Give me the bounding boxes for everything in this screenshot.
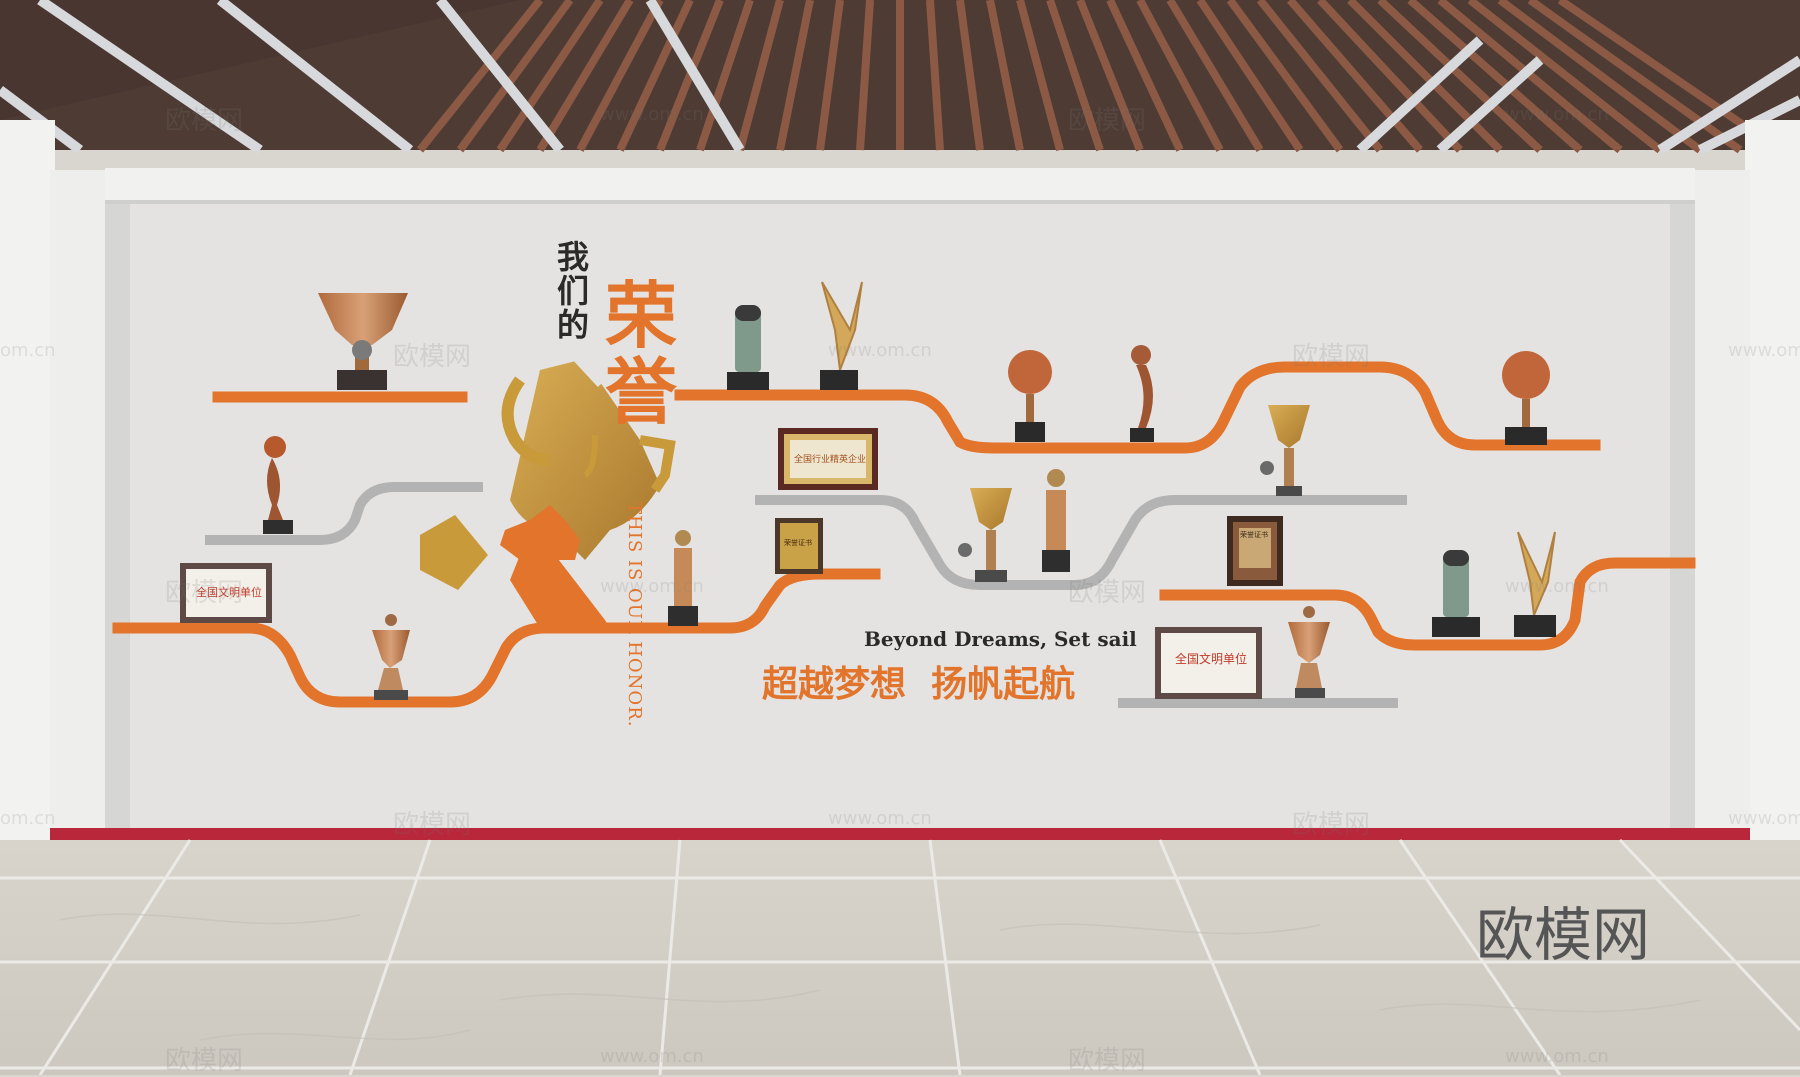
plaque-right-text: 荣誉证书 — [1240, 531, 1268, 539]
watermark-url-8: om.cn — [0, 808, 56, 829]
trophy-ball-1 — [1008, 350, 1052, 442]
watermark-url-11: www.om.cn — [600, 1046, 704, 1067]
trophy-crystal-1 — [727, 305, 769, 390]
watermark-brand-6: 欧模网 — [1068, 578, 1147, 608]
watermark-brand-4: 欧模网 — [1292, 342, 1371, 372]
trophy-basketball-left — [263, 436, 293, 534]
watermark-url-3: om.cn — [0, 340, 56, 361]
watermark-url-10: www.om.cn — [1728, 808, 1800, 829]
certificate-left — [180, 563, 272, 623]
watermark-brand-1: 欧模网 — [165, 106, 244, 136]
title-big: 荣誉 — [605, 273, 678, 434]
plaque-small-text: 荣誉证书 — [784, 539, 812, 547]
plaque-small — [775, 518, 823, 574]
plaque-upper-center — [778, 428, 878, 490]
watermark-brand-large: 欧模网 — [1476, 901, 1651, 969]
trophy-column-left — [668, 530, 698, 626]
trophy-cup-middle — [958, 488, 1012, 582]
trophy-figure-1 — [1130, 345, 1154, 442]
plaque-right — [1227, 516, 1283, 586]
grey-shelves — [205, 482, 1407, 708]
watermark-brand-5: 欧模网 — [165, 578, 244, 608]
slogan-chinese: 超越梦想 扬帆起航 — [762, 663, 1076, 705]
floor — [0, 838, 1800, 1075]
ceiling — [0, 0, 1800, 155]
certificate-right-text: 全国文明单位 — [1175, 652, 1248, 666]
side-walls — [0, 120, 1800, 855]
trophy-ball-2 — [1502, 351, 1550, 445]
orange-shelves — [112, 361, 1696, 708]
trophy-star-1 — [820, 281, 863, 390]
watermark-url-6: www.om.cn — [600, 576, 704, 597]
certificate-left-text: 全国文明单位 — [196, 586, 262, 599]
trophy-cup-medal-right — [1260, 405, 1310, 496]
big-trophy-graphic — [420, 354, 676, 628]
watermark-url-5: www.om.cn — [1728, 340, 1800, 361]
trophy-small-cup-left — [372, 614, 410, 700]
watermark-brand-8: 欧模网 — [1292, 810, 1371, 840]
watermark-brand-9: 欧模网 — [165, 1046, 244, 1076]
trophy-crystal-2 — [1432, 550, 1480, 637]
trophy-star-2 — [1514, 531, 1556, 637]
watermark-brand-7: 欧模网 — [393, 810, 472, 840]
watermark-url-4: www.om.cn — [828, 340, 932, 361]
certificate-right — [1155, 627, 1262, 699]
watermark-brand-2: 欧模网 — [1068, 106, 1147, 136]
watermark-brand-3: 欧模网 — [393, 342, 472, 372]
trophy-column-middle — [1042, 469, 1070, 572]
watermark-url-1: www.om.cn — [600, 104, 704, 125]
watermark-brand-10: 欧模网 — [1068, 1046, 1147, 1076]
watermark-url-2: www.om.cn — [1505, 104, 1609, 125]
trophy-small-cup-right — [1288, 606, 1330, 698]
trophy-cup-medals — [318, 293, 408, 390]
slogan-english: Beyond Dreams, Set sail — [864, 627, 1137, 651]
watermark-url-12: www.om.cn — [1505, 1046, 1609, 1067]
title-english: THIS IS OUR HONOR. — [624, 502, 645, 728]
watermark-url-9: www.om.cn — [828, 808, 932, 829]
watermark-url-7: www.om.cn — [1505, 576, 1609, 597]
plaque-upper-text: 全国行业精英企业 — [794, 455, 867, 465]
baseboard — [50, 828, 1750, 840]
title-small: 我们的 — [557, 238, 590, 344]
